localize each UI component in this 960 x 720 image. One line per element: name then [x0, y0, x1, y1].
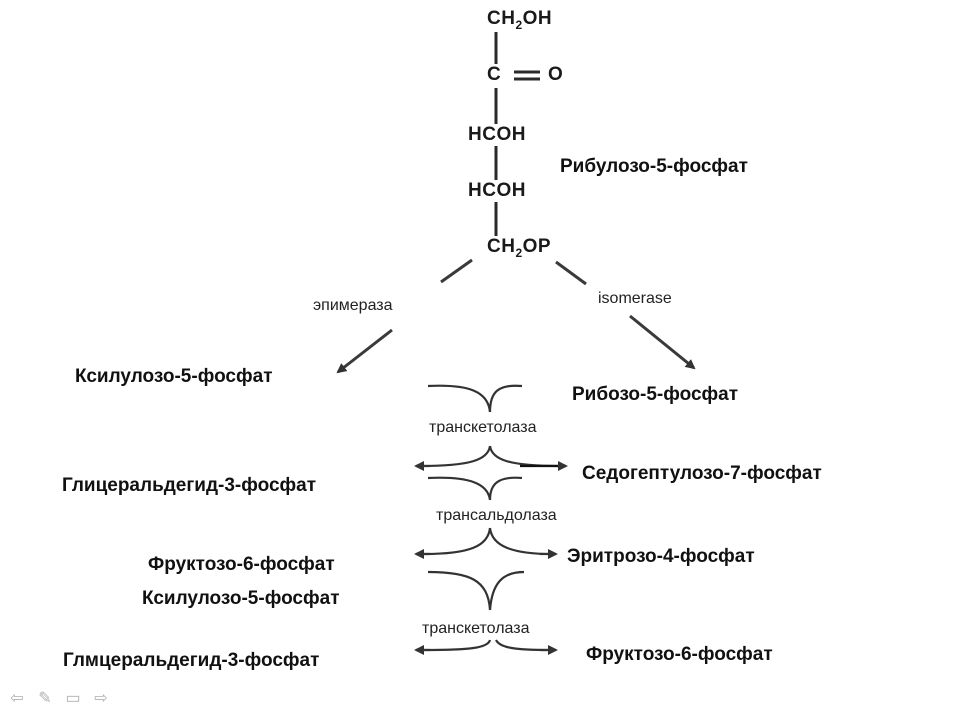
formula-c5: CH2OP: [487, 236, 551, 260]
transketolase-2-curves: [423, 570, 551, 652]
c4-group: HCOH: [468, 180, 526, 201]
formula-c3: HCOH: [468, 124, 526, 146]
xylulose-5-phosphate-bottom-label: Ксилулозо-5-фосфат: [142, 588, 340, 609]
c5-group: CH: [487, 236, 516, 257]
formula-c2: C: [487, 64, 501, 86]
isomerase-arrow: [555, 260, 587, 286]
transaldolase-label: трансальдолаза: [436, 507, 557, 524]
arrow-left-icon[interactable]: ⇦: [10, 690, 24, 707]
formula-c1: CH2OH: [487, 8, 552, 32]
transaldolase-curves: [423, 476, 553, 556]
epimerase-arrow: [440, 258, 473, 284]
erythrose-4-phosphate-label: Эритрозо-4-фосфат: [567, 546, 755, 567]
glyceraldehyde-3-phosphate-label: Глицеральдегид-3-фосфат: [62, 475, 317, 496]
fructose-6-phosphate-right-label: Фруктозо-6-фосфат: [586, 644, 773, 665]
c1-subscript: 2: [515, 17, 523, 32]
fructose-6-phosphate-left-label: Фруктозо-6-фосфат: [148, 554, 335, 575]
ribose-5-phosphate-label: Рибозо-5-фосфат: [572, 384, 739, 405]
ribulose-5-phosphate-label: Рибулозо-5-фосфат: [560, 156, 748, 177]
pen-icon[interactable]: ✎: [38, 690, 52, 707]
c2-oxygen: O: [548, 64, 564, 85]
transketolase-1-label: транскетолаза: [429, 419, 537, 436]
isomerase-label: isomerase: [598, 290, 672, 307]
c1-group: CH: [487, 8, 516, 29]
formula-c4: HCOH: [468, 180, 526, 202]
formula-c2-oxygen: O: [548, 64, 563, 86]
backbone-bonds: [494, 32, 540, 236]
c2-carbon: C: [487, 64, 502, 85]
xylulose-5-phosphate-top-label: Ксилулозо-5-фосфат: [75, 366, 273, 387]
glyceraldehyde-3-phosphate-bottom-label: Глмцеральдегид-3-фосфат: [63, 650, 320, 671]
epimerase-label: эпимераза: [313, 297, 393, 314]
menu-icon[interactable]: ▭: [65, 690, 81, 707]
slide-navigation: ⇦ ✎ ▭ ⇨: [8, 690, 110, 708]
c5-end: OP: [522, 236, 552, 257]
c1-end: OH: [522, 8, 553, 29]
transketolase-2-label: транскетолаза: [422, 620, 530, 637]
arrow-right-icon[interactable]: ⇨: [94, 690, 108, 707]
c3-group: HCOH: [468, 124, 526, 145]
c5-subscript: 2: [515, 245, 523, 260]
sedoheptulose-7-phosphate-label: Седогептулозо-7-фосфат: [582, 463, 822, 484]
